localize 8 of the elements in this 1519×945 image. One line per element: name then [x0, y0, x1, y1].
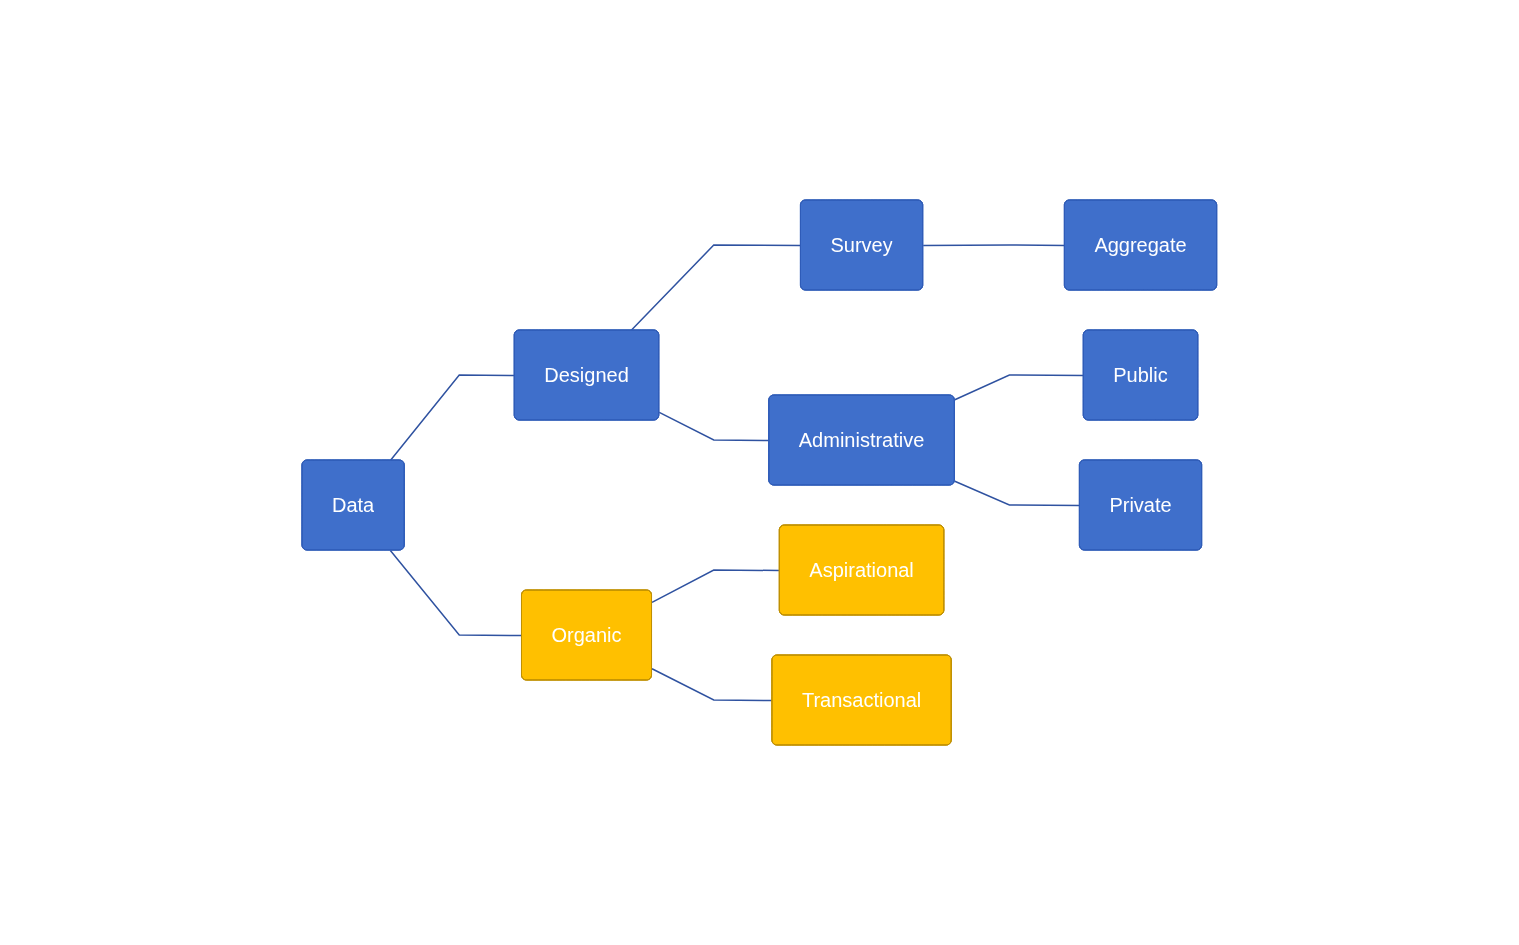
connector — [651, 667, 774, 702]
connector — [389, 374, 516, 462]
connector — [389, 549, 523, 637]
connector — [954, 480, 1081, 507]
connector — [922, 244, 1066, 247]
connector — [630, 244, 802, 332]
connector — [954, 374, 1085, 401]
connector — [651, 569, 781, 604]
